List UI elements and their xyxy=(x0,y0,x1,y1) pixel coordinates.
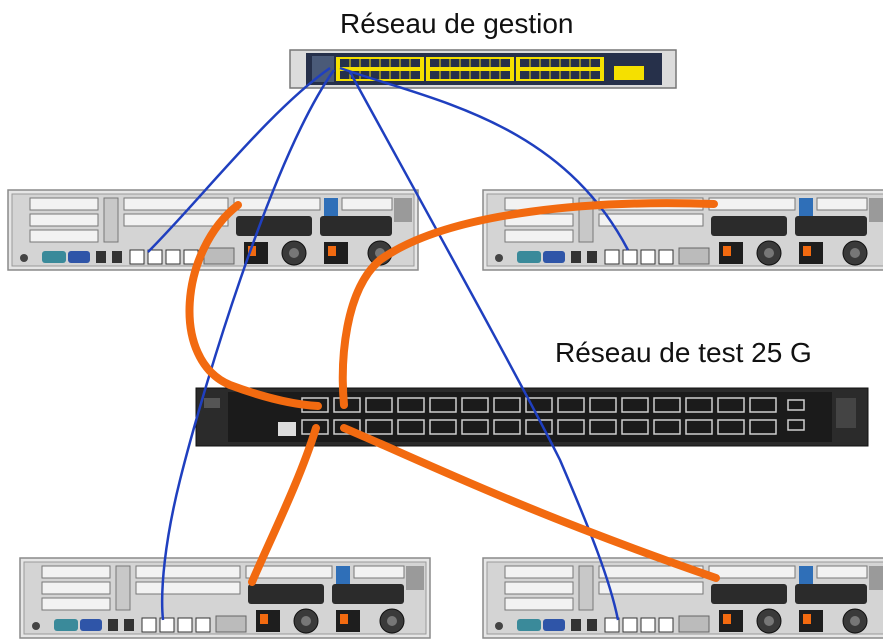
test-25g-switch xyxy=(195,387,869,447)
test-cable-bottom-left xyxy=(248,424,320,586)
management-switch xyxy=(289,49,677,89)
mgmt-cable-bottom-right xyxy=(348,71,620,621)
test-network-label: Réseau de test 25 G xyxy=(555,337,812,368)
server-bottom-left xyxy=(19,557,431,639)
mgmt-cable-top-left xyxy=(147,66,331,253)
test-cables xyxy=(185,199,720,586)
mgmt-cable-bottom-left xyxy=(160,69,336,621)
management-network-label: Réseau de gestion xyxy=(340,8,574,39)
management-cables xyxy=(147,66,630,621)
test-cable-bottom-right xyxy=(340,424,720,582)
test-cable-top-left xyxy=(185,201,322,410)
test-cable-top-right xyxy=(338,199,718,409)
